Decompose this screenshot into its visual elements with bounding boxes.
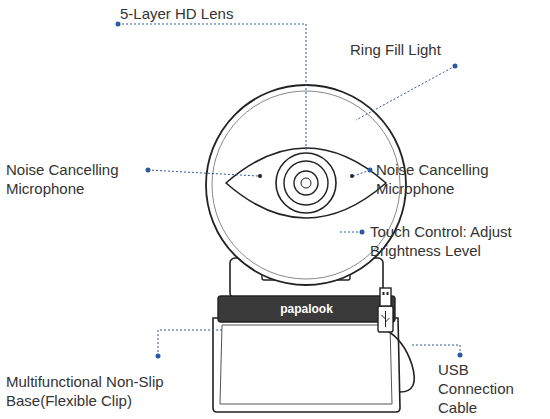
lens-housing [226, 148, 386, 218]
usb-contact [383, 292, 385, 295]
brand-text: papalook [218, 302, 395, 316]
leader-line [356, 66, 455, 120]
leader-line [354, 170, 370, 176]
leader-dot [156, 354, 161, 359]
usb-contact [387, 292, 389, 295]
part-label: Touch Control: Adjust Brightness Level [370, 222, 542, 260]
part-label: USB Connection Cable [438, 360, 546, 417]
usb-plug-tip [380, 288, 391, 306]
lens-outer [276, 153, 336, 213]
leader-line [412, 345, 460, 355]
leader-dot [368, 168, 373, 173]
part-label: Noise Cancelling Microphone [6, 160, 144, 198]
leader-line [148, 170, 258, 176]
part-label: Ring Fill Light [350, 40, 490, 59]
lens-middle [284, 161, 328, 205]
leader-dot [453, 64, 458, 69]
mic-hole-right [350, 174, 354, 178]
lens-inner [294, 171, 318, 195]
leader-dot [116, 22, 121, 27]
usb-plug-body [378, 306, 393, 332]
leader-dot [146, 168, 151, 173]
lens-core [301, 178, 311, 188]
leader-line [338, 232, 362, 233]
usb-symbol [382, 311, 390, 327]
leader-line [158, 330, 222, 356]
part-label: 5-Layer HD Lens [120, 4, 320, 23]
mic-hole-left [258, 174, 262, 178]
part-label: Noise Cancelling Microphone [376, 160, 541, 198]
base-clip [220, 325, 392, 404]
leader-line [118, 24, 306, 150]
usb-cable [386, 330, 414, 392]
leader-dot [458, 353, 463, 358]
brand-plate [218, 296, 395, 322]
base-body [213, 318, 400, 412]
part-label: Multifunctional Non-Slip Base(Flexible C… [6, 372, 178, 410]
leader-dot [360, 230, 365, 235]
